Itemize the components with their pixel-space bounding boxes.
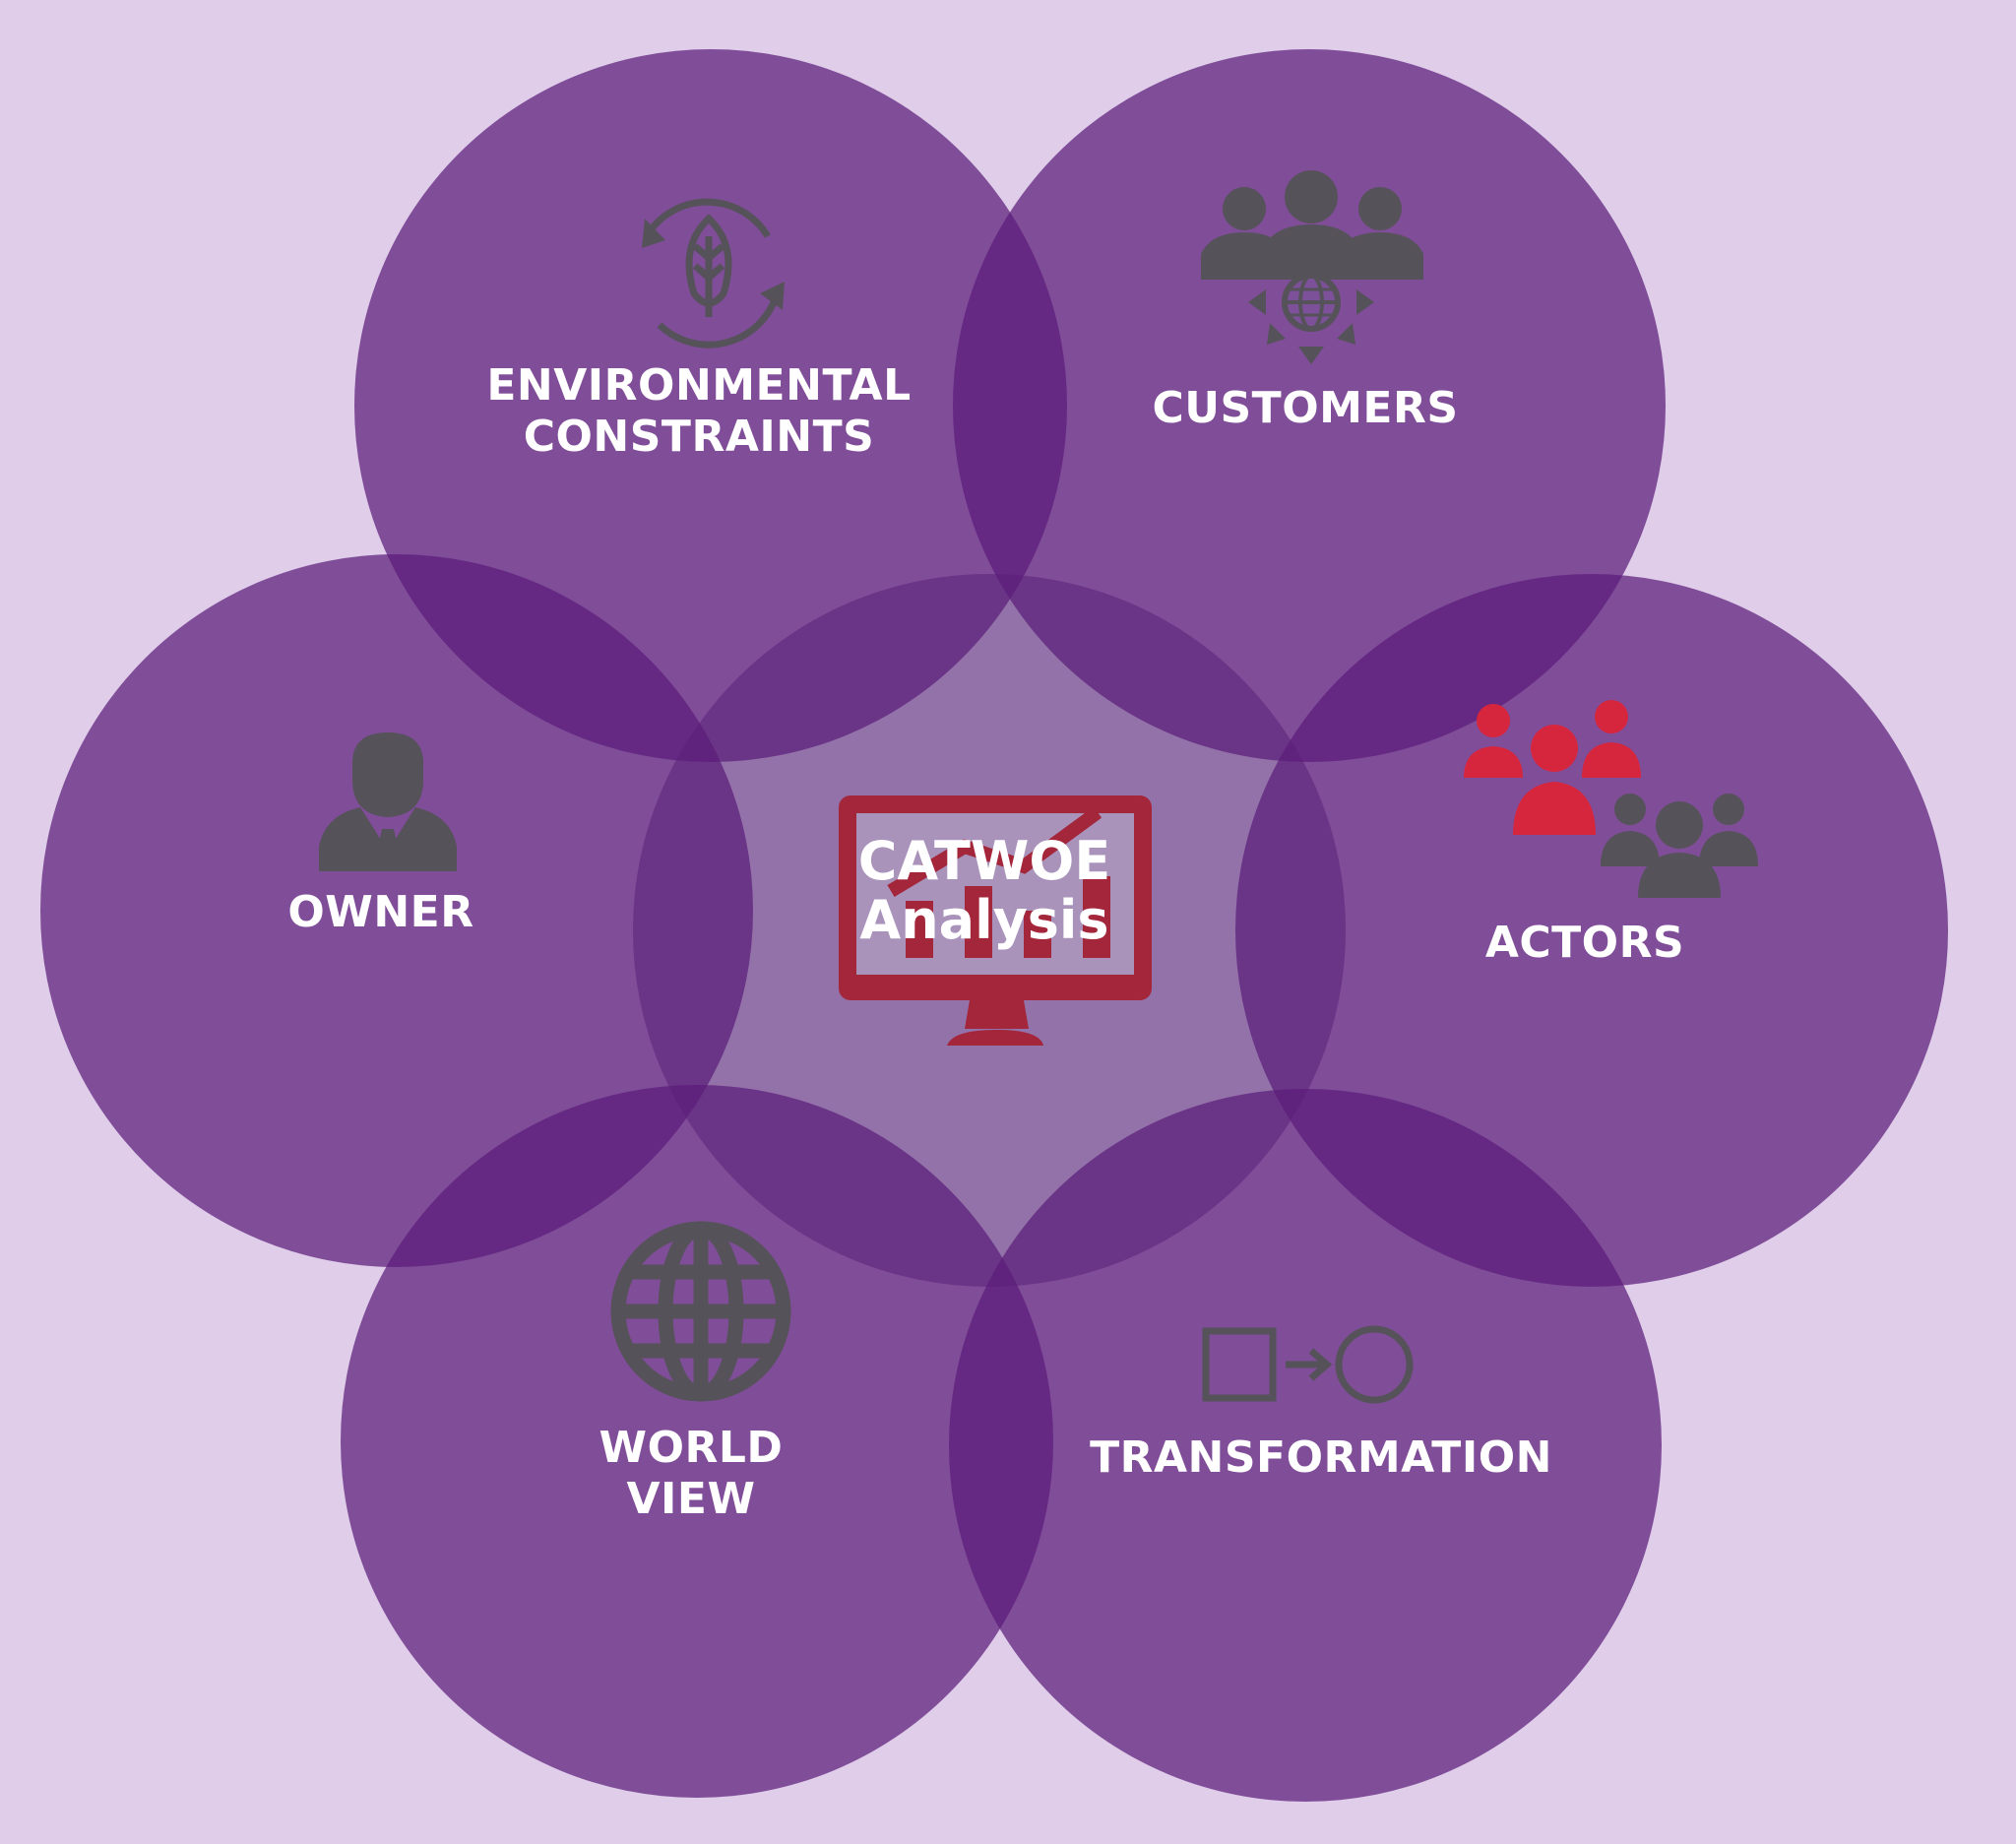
- label-customers: CUSTOMERS: [1152, 383, 1458, 434]
- label-line: ACTORS: [1484, 918, 1685, 968]
- label-line: WORLD: [598, 1423, 784, 1473]
- label-line: CONSTRAINTS: [523, 412, 875, 462]
- monitor-chart-icon: [839, 795, 1152, 1046]
- customers-globe-icon: [1201, 170, 1423, 364]
- circle-owner: [40, 554, 753, 1267]
- label-line: OWNER: [287, 887, 474, 937]
- center-title-line1: CATWOE: [857, 830, 1111, 892]
- globe-icon: [610, 1221, 791, 1402]
- label-owner: OWNER: [287, 887, 473, 938]
- circle-world-view: [341, 1085, 1053, 1798]
- circle-customers: [953, 49, 1666, 762]
- label-world-view: WORLD VIEW: [599, 1423, 784, 1525]
- label-actors: ACTORS: [1485, 918, 1684, 969]
- label-environmental-constraints: ENVIRONMENTAL CONSTRAINTS: [486, 360, 911, 463]
- center-title: CATWOE Analysis: [858, 832, 1110, 950]
- label-line: ENVIRONMENTAL: [486, 360, 912, 411]
- team-people-icon: [1464, 700, 1758, 898]
- businessman-icon: [319, 732, 457, 871]
- circle-transformation: [949, 1089, 1662, 1802]
- label-line: CUSTOMERS: [1152, 383, 1459, 433]
- leaf-cycle-icon: [642, 198, 785, 349]
- center-title-line2: Analysis: [859, 889, 1109, 951]
- square-to-circle-icon: [1202, 1325, 1414, 1404]
- label-line: TRANSFORMATION: [1090, 1432, 1552, 1483]
- label-line: VIEW: [626, 1474, 756, 1524]
- label-transformation: TRANSFORMATION: [1090, 1432, 1552, 1484]
